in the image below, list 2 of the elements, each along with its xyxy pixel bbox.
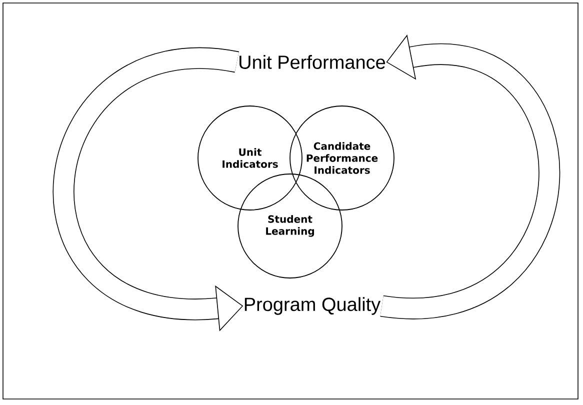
- label-text: Unit Performance: [240, 55, 386, 69]
- label-text: Program Quality: [244, 297, 381, 315]
